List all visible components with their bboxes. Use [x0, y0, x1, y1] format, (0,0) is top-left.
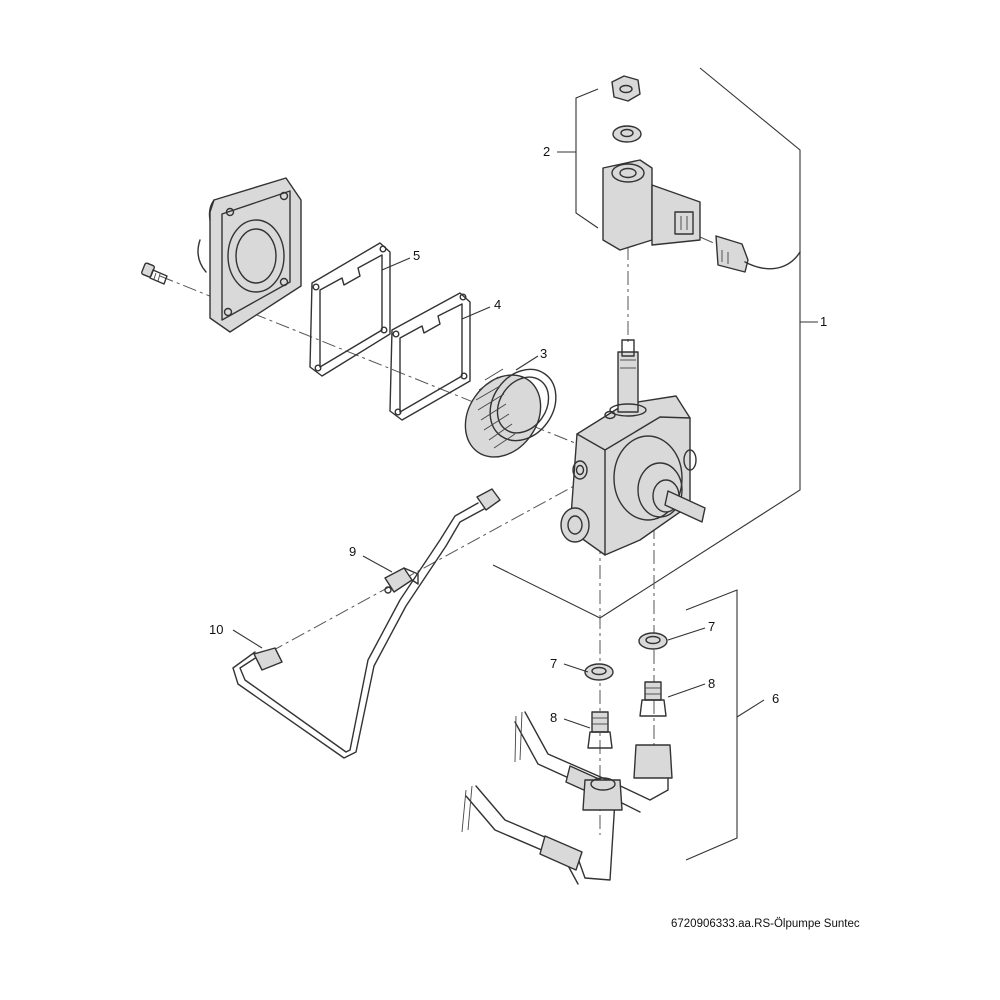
callout-10: 10: [209, 622, 223, 637]
oil-pump-body-part: [560, 339, 706, 556]
callout-1: 1: [820, 314, 827, 329]
callout-3: 3: [540, 346, 547, 361]
bracket-group-6: [685, 589, 765, 861]
gasket-5-part: [309, 242, 391, 377]
solenoid-coil-part: [602, 159, 701, 251]
callout-9: 9: [349, 544, 356, 559]
callout-6: 6: [772, 691, 779, 706]
nipple-8-left-part: [587, 711, 613, 749]
washer-7-right-part: [638, 632, 668, 650]
screw-part: [141, 262, 168, 285]
callout-2: 2: [543, 144, 550, 159]
diagram-footer-caption: 6720906333.aa.RS-Ölpumpe Suntec: [671, 918, 860, 930]
hose-lower-part: [461, 777, 623, 885]
solenoid-nut-part: [611, 75, 641, 102]
gear-ring-3-part: [464, 368, 557, 458]
washer-7-left-part: [584, 663, 614, 681]
nipple-9-part: [384, 567, 419, 594]
nipple-8-right-part: [639, 681, 667, 717]
callout-5: 5: [413, 248, 420, 263]
callout-8-left: 8: [550, 710, 557, 725]
callout-7-left: 7: [550, 656, 557, 671]
bracket-group-2: [557, 88, 599, 229]
callout-8-right: 8: [708, 676, 715, 691]
gasket-4-part: [389, 292, 471, 421]
solenoid-washer-part: [612, 125, 642, 143]
solenoid-plug-cable-part: [715, 235, 801, 273]
callout-7-right: 7: [708, 619, 715, 634]
flange-cover-part: [197, 177, 302, 333]
callout-leaders: [232, 257, 706, 729]
pipe-10-part: [232, 488, 501, 759]
bracket-group-1: [492, 67, 818, 619]
callout-4: 4: [494, 297, 501, 312]
